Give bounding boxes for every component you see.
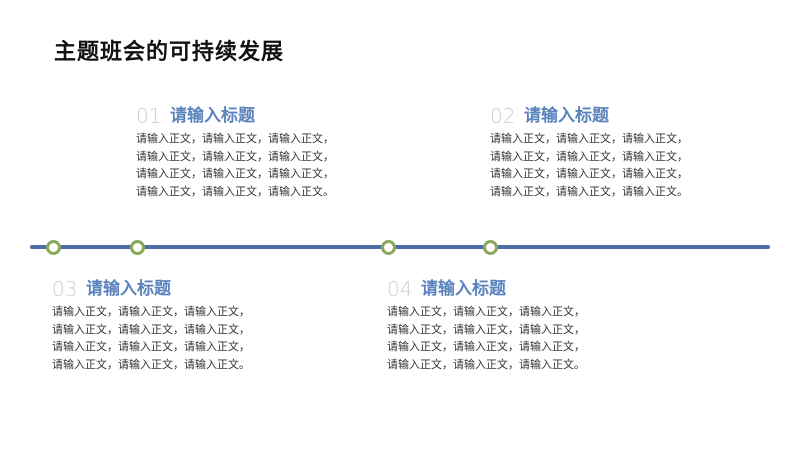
body-line: 请输入正文，请输入正文，请输入正文， bbox=[490, 149, 688, 163]
body-line: 请输入正文，请输入正文，请输入正文， bbox=[52, 322, 250, 336]
block-title: 请输入标题 bbox=[170, 106, 255, 126]
body-line: 请输入正文，请输入正文，请输入正文， bbox=[387, 322, 585, 336]
block-header: 04 请输入标题 bbox=[387, 277, 627, 301]
text-block-04: 04 请输入标题 请输入正文，请输入正文，请输入正文， 请输入正文，请输入正文，… bbox=[387, 277, 627, 373]
timeline-node-2 bbox=[130, 240, 145, 255]
page-title: 主题班会的可持续发展 bbox=[54, 40, 285, 65]
body-line: 请输入正文，请输入正文，请输入正文。 bbox=[136, 184, 334, 198]
body-line: 请输入正文，请输入正文，请输入正文， bbox=[136, 132, 334, 145]
body-line: 请输入正文，请输入正文，请输入正文。 bbox=[52, 357, 250, 371]
block-title: 请输入标题 bbox=[86, 279, 171, 299]
text-block-03: 03 请输入标题 请输入正文，请输入正文，请输入正文， 请输入正文，请输入正文，… bbox=[52, 277, 292, 373]
block-header: 02 请输入标题 bbox=[490, 104, 730, 128]
body-line: 请输入正文，请输入正文，请输入正文， bbox=[136, 167, 334, 180]
block-number: 04 bbox=[387, 277, 413, 301]
body-line: 请输入正文，请输入正文，请输入正文， bbox=[490, 167, 688, 180]
block-header: 01 请输入标题 bbox=[136, 104, 376, 128]
body-line: 请输入正文，请输入正文，请输入正文， bbox=[387, 305, 585, 318]
block-body: 请输入正文，请输入正文，请输入正文， 请输入正文，请输入正文，请输入正文， 请输… bbox=[136, 130, 376, 200]
body-line: 请输入正文，请输入正文，请输入正文， bbox=[490, 132, 688, 145]
timeline-node-4 bbox=[483, 240, 498, 255]
block-title: 请输入标题 bbox=[421, 279, 506, 299]
block-number: 02 bbox=[490, 104, 516, 128]
text-block-01: 01 请输入标题 请输入正文，请输入正文，请输入正文， 请输入正文，请输入正文，… bbox=[136, 104, 376, 200]
block-header: 03 请输入标题 bbox=[52, 277, 292, 301]
body-line: 请输入正文，请输入正文，请输入正文， bbox=[52, 305, 250, 318]
timeline-node-1 bbox=[46, 240, 61, 255]
body-line: 请输入正文，请输入正文，请输入正文。 bbox=[387, 357, 585, 371]
timeline-node-3 bbox=[381, 240, 396, 255]
block-number: 03 bbox=[52, 277, 78, 301]
block-number: 01 bbox=[136, 104, 162, 128]
block-body: 请输入正文，请输入正文，请输入正文， 请输入正文，请输入正文，请输入正文， 请输… bbox=[52, 303, 292, 373]
timeline-line bbox=[30, 245, 770, 249]
body-line: 请输入正文，请输入正文，请输入正文， bbox=[387, 340, 585, 353]
body-line: 请输入正文，请输入正文，请输入正文， bbox=[136, 149, 334, 163]
text-block-02: 02 请输入标题 请输入正文，请输入正文，请输入正文， 请输入正文，请输入正文，… bbox=[490, 104, 730, 200]
body-line: 请输入正文，请输入正文，请输入正文。 bbox=[490, 184, 688, 198]
block-body: 请输入正文，请输入正文，请输入正文， 请输入正文，请输入正文，请输入正文， 请输… bbox=[490, 130, 730, 200]
block-title: 请输入标题 bbox=[524, 106, 609, 126]
body-line: 请输入正文，请输入正文，请输入正文， bbox=[52, 340, 250, 353]
block-body: 请输入正文，请输入正文，请输入正文， 请输入正文，请输入正文，请输入正文， 请输… bbox=[387, 303, 627, 373]
